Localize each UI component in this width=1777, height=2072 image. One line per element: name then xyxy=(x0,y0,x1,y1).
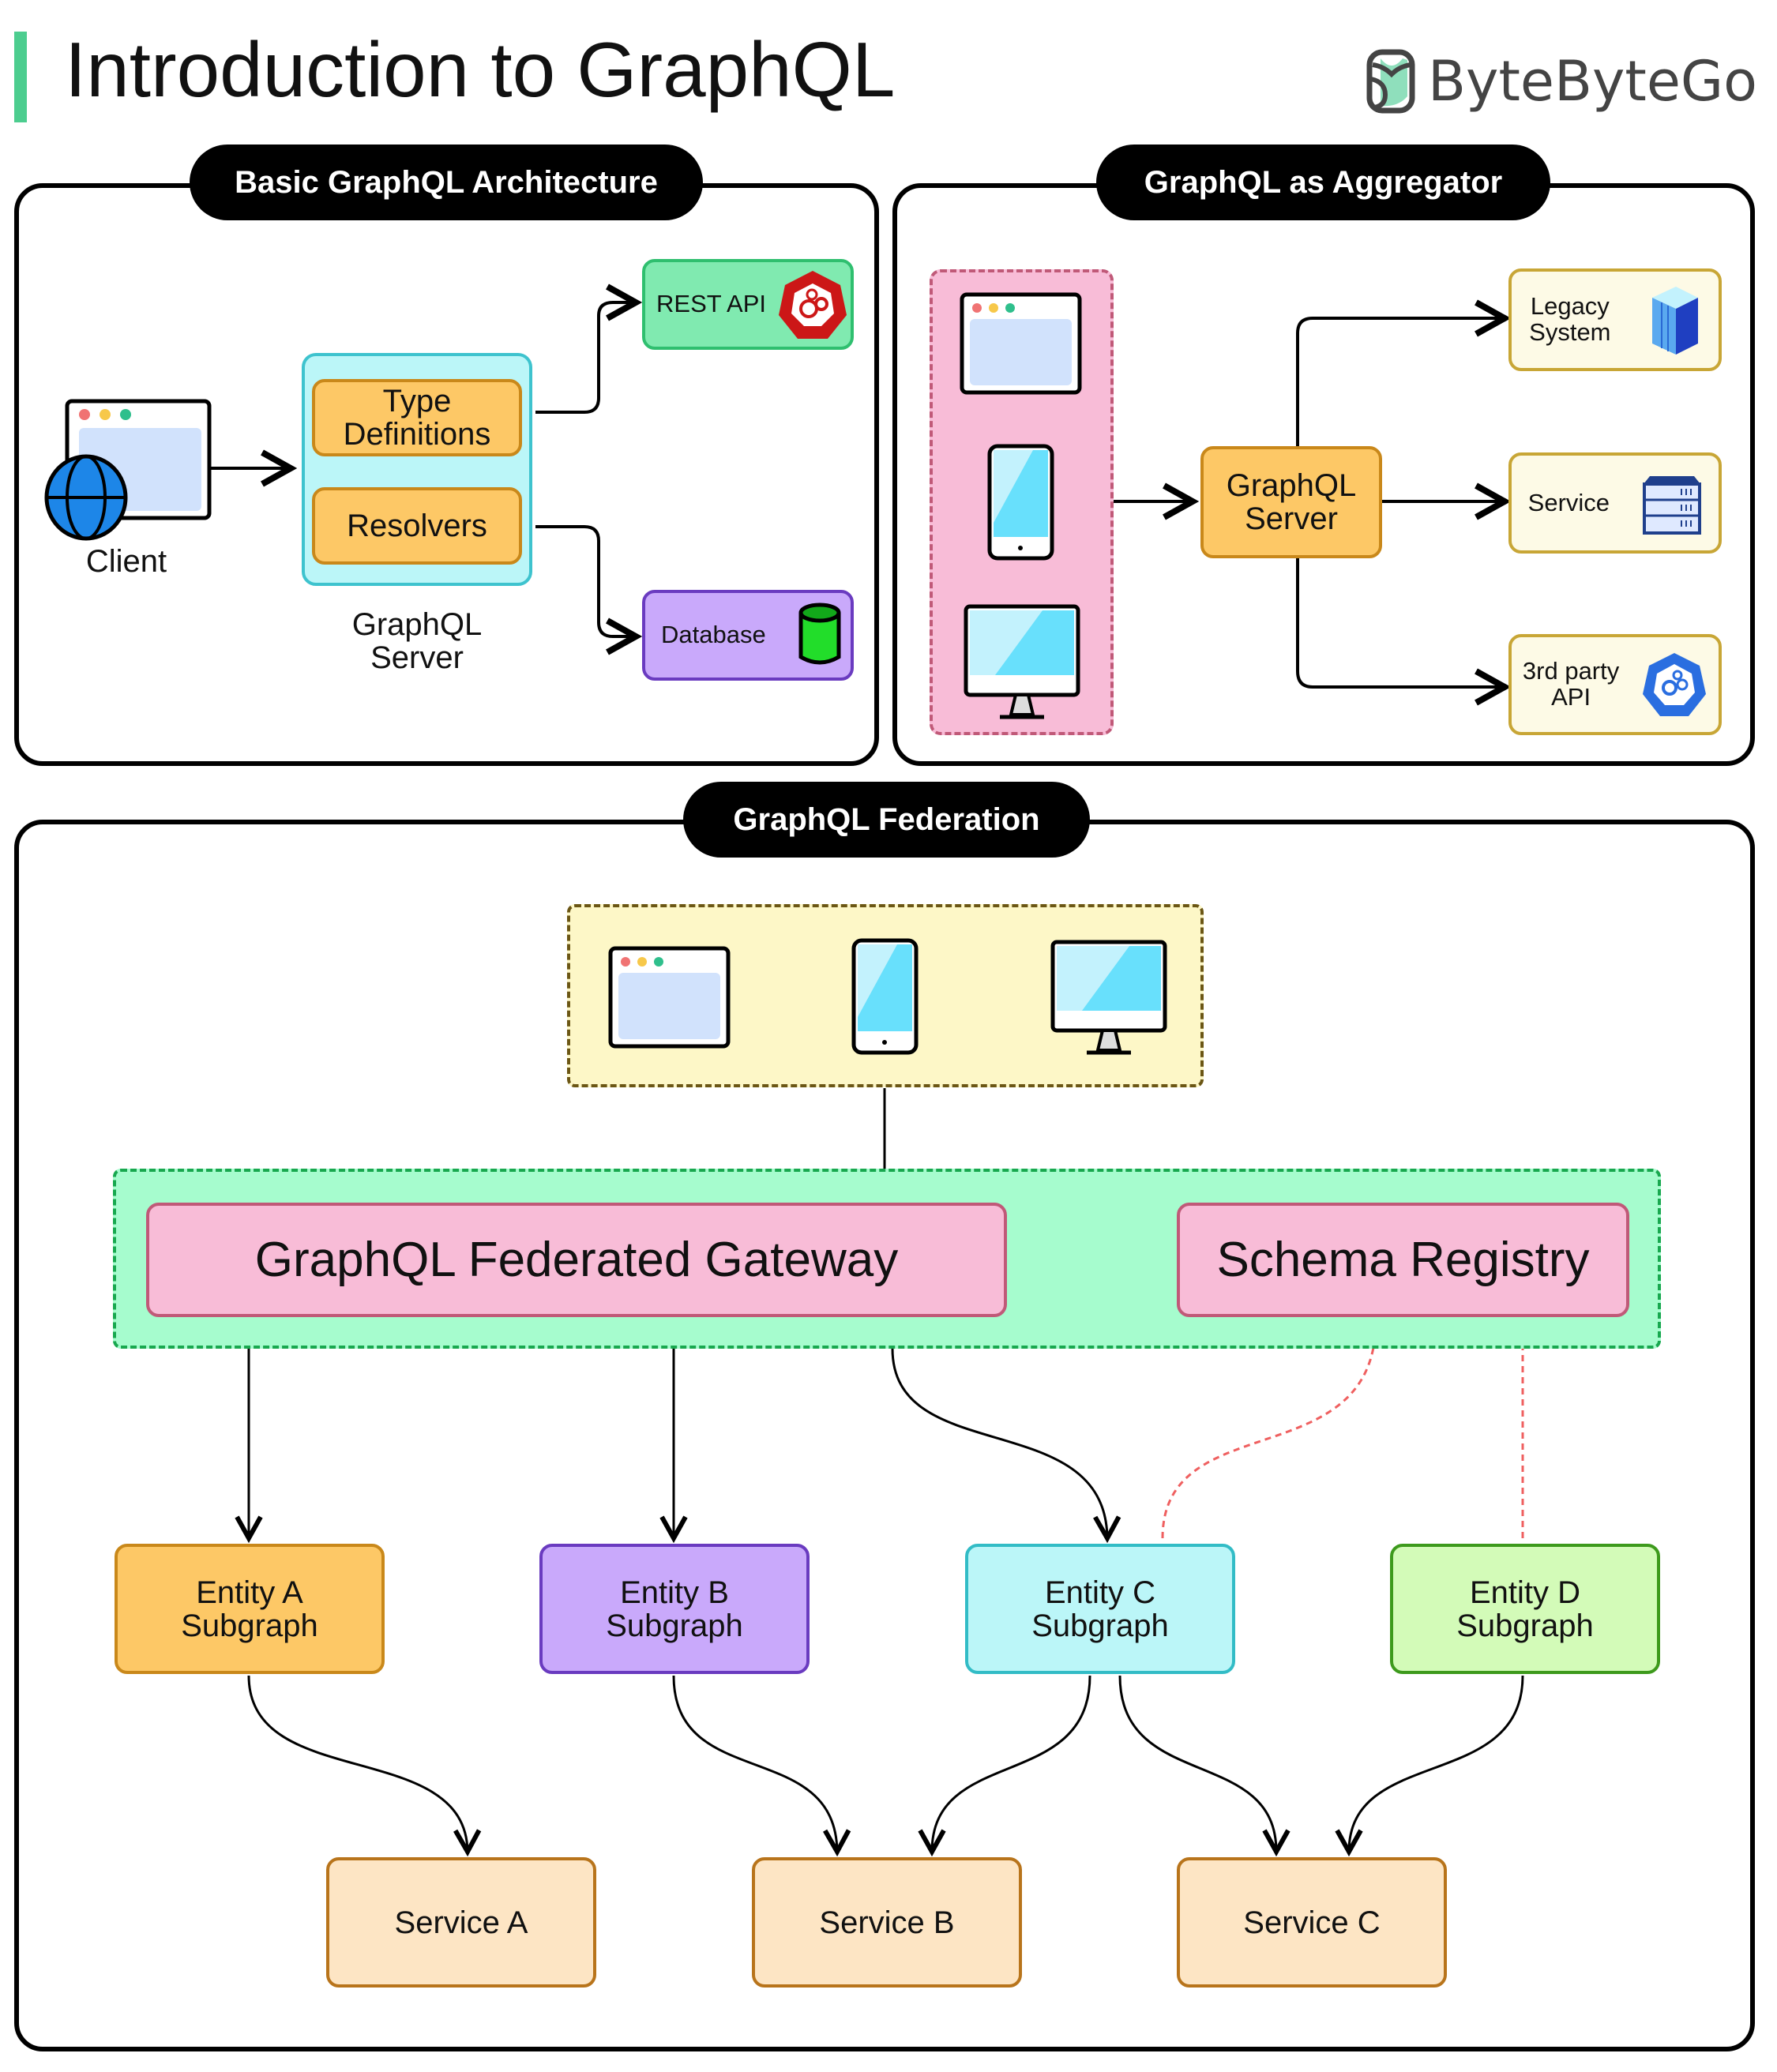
federated-gateway-box: GraphQL Federated Gateway xyxy=(146,1203,1007,1317)
arrow-entity-b-service-b xyxy=(672,1675,837,1852)
resolvers-box: Resolvers xyxy=(312,487,522,565)
service-b-box: Service B xyxy=(752,1857,1022,1988)
fed-desktop-monitor-icon xyxy=(1050,940,1167,1055)
graphql-server-label-line1: GraphQL xyxy=(351,607,483,642)
federation-title: GraphQL Federation xyxy=(683,782,1090,858)
arrow-entity-c-service-b xyxy=(932,1675,1091,1852)
page-title: Introduction to GraphQL xyxy=(65,26,896,113)
arrow-resolvers-db xyxy=(535,525,636,636)
arrow-gateway-entity-c xyxy=(891,1348,1107,1538)
server-rack-icon xyxy=(1643,476,1702,535)
client-label: Client xyxy=(85,544,167,579)
schema-registry-box: Schema Registry xyxy=(1177,1203,1629,1317)
arrow-agg-legacy xyxy=(1296,318,1505,446)
service-label: Service xyxy=(1527,488,1610,516)
aggregator-server-line2: Server xyxy=(1245,501,1338,536)
arrow-entity-a-service-a xyxy=(247,1675,468,1852)
graphql-server-label-line2: Server xyxy=(370,640,464,675)
fed-mobile-phone-icon xyxy=(851,938,919,1055)
basic-architecture-title: Basic GraphQL Architecture xyxy=(190,145,703,220)
type-definitions-box: Type Definitions xyxy=(312,379,522,456)
client-browser-icon xyxy=(44,399,212,541)
service-c-box: Service C xyxy=(1177,1857,1447,1988)
legacy-server-tower-icon xyxy=(1651,287,1698,355)
service-box: Service xyxy=(1508,452,1722,554)
title-accent-bar xyxy=(14,32,27,122)
aggregator-server-line1: GraphQL xyxy=(1226,468,1357,503)
graphql-server-label: GraphQL Server xyxy=(302,608,532,674)
fed-browser-icon xyxy=(608,946,731,1049)
database-cylinder-icon xyxy=(798,602,841,664)
aggregator-graphql-server: GraphQL Server xyxy=(1200,446,1382,558)
browser-icon xyxy=(960,292,1082,395)
dashed-entity-c-registry xyxy=(1161,1323,1376,1539)
arrow-typedefs-rest xyxy=(535,302,636,414)
brand-name: ByteByteGo xyxy=(1428,49,1757,114)
arrow-entity-c-service-c xyxy=(1118,1675,1276,1852)
rest-api-gear-icon xyxy=(779,270,847,339)
arrow-agg-third xyxy=(1296,558,1505,687)
rest-api-label: REST API xyxy=(656,290,766,318)
mobile-phone-icon xyxy=(987,444,1054,561)
aggregator-title: GraphQL as Aggregator xyxy=(1096,145,1550,220)
type-definitions-line1: Type xyxy=(382,384,452,419)
desktop-monitor-icon xyxy=(964,604,1080,719)
arrow-entity-d-service-c xyxy=(1349,1675,1524,1852)
third-party-gear-icon xyxy=(1643,653,1707,716)
rest-api-box: REST API xyxy=(642,259,854,350)
database-box: Database xyxy=(642,590,854,681)
service-a-box: Service A xyxy=(326,1857,596,1988)
bytebytego-logo-icon xyxy=(1366,49,1415,114)
database-label: Database xyxy=(661,621,766,649)
type-definitions-line2: Definitions xyxy=(343,417,491,452)
